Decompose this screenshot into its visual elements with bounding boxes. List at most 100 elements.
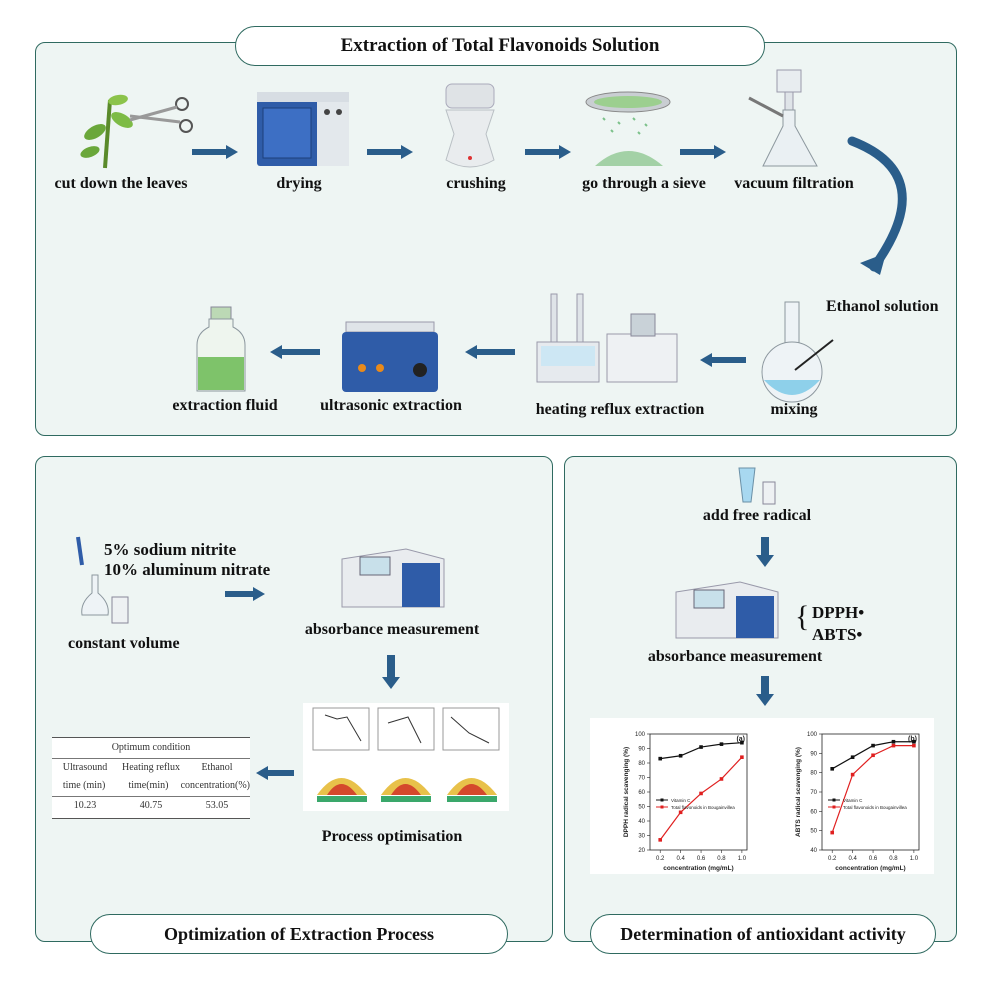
sieve-icon xyxy=(585,91,671,166)
y-tick-label: 100 xyxy=(635,732,646,738)
process-optimisation-label: Process optimisation xyxy=(321,828,463,845)
legend-label: Total flavonoids in Bougainvillea xyxy=(671,805,735,810)
constant-volume-label: constant volume xyxy=(68,635,180,652)
brace-glyph: { xyxy=(795,600,810,633)
y-tick-label: 60 xyxy=(638,790,645,796)
panel-label: (a) xyxy=(736,736,745,743)
arrow-left-icon xyxy=(700,353,746,367)
x-axis-label: concentration (mg/mL) xyxy=(835,865,905,872)
optimization-plots xyxy=(303,703,509,811)
legend-marker xyxy=(832,805,836,809)
dpph-radical-label: DPPH• xyxy=(812,603,865,622)
step-ultrasonic: ultrasonic extraction xyxy=(320,397,462,414)
x-tick-label: 0.6 xyxy=(869,856,878,862)
legend-label: Total flavonoids in Bougainvillea xyxy=(843,805,907,810)
y-tick-label: 100 xyxy=(807,732,818,738)
table-caption: Optimum condition xyxy=(111,742,191,753)
extraction-title: Extraction of Total Flavonoids Solution xyxy=(235,26,765,66)
data-point xyxy=(740,755,744,759)
x-tick-label: 1.0 xyxy=(910,856,919,862)
arrow-right-icon xyxy=(192,145,238,159)
reflux-apparatus-icon xyxy=(536,293,678,383)
spectrophotometer-icon xyxy=(341,548,445,608)
y-tick-label: 30 xyxy=(638,834,645,840)
table-header: time(min) xyxy=(128,780,169,791)
arrow-right-icon xyxy=(367,145,413,159)
optimization-panel xyxy=(35,456,553,942)
data-point xyxy=(719,742,724,746)
x-tick-label: 0.6 xyxy=(697,856,706,862)
data-point xyxy=(912,743,916,748)
panel-label: (b) xyxy=(908,736,917,743)
y-tick-label: 40 xyxy=(638,819,645,825)
data-point xyxy=(699,791,703,796)
y-tick-label: 40 xyxy=(810,848,817,854)
arrow-right-icon xyxy=(525,145,571,159)
data-point xyxy=(719,777,724,781)
ethanol-solution-label: Ethanol solution xyxy=(826,298,939,315)
y-tick-label: 70 xyxy=(638,776,645,782)
round-flask-icon xyxy=(761,301,834,403)
data-point xyxy=(830,767,835,771)
x-axis-label: concentration (mg/mL) xyxy=(663,865,733,872)
data-point xyxy=(658,756,663,761)
table-cell: 53.05 xyxy=(205,800,229,811)
arrow-right-icon xyxy=(225,587,265,601)
step-cut-leaves: cut down the leaves xyxy=(54,175,188,192)
y-tick-label: 90 xyxy=(810,751,817,757)
series-line xyxy=(660,742,742,760)
legend-label: Vitamin C xyxy=(843,798,863,803)
data-point xyxy=(740,740,744,745)
x-tick-label: 0.8 xyxy=(717,856,726,862)
tube-vial-icon xyxy=(738,467,776,505)
data-point xyxy=(891,739,896,744)
y-tick-label: 80 xyxy=(638,761,645,767)
x-tick-label: 0.2 xyxy=(828,856,837,862)
data-point xyxy=(699,745,703,749)
data-point xyxy=(871,753,875,758)
arrow-down-icon xyxy=(756,676,774,706)
x-tick-label: 0.4 xyxy=(676,856,685,862)
data-point xyxy=(678,810,683,815)
table-header: Ultrasound xyxy=(62,762,108,773)
legend-marker xyxy=(832,798,836,802)
pipette-flask-icon xyxy=(76,536,129,624)
plot-frame xyxy=(821,733,920,851)
add-free-radical-label: add free radical xyxy=(702,507,812,524)
table-header: Heating reflux xyxy=(121,762,181,773)
arrow-left-icon xyxy=(270,345,320,359)
oven-icon xyxy=(257,92,349,166)
absorbance-measurement-label: absorbance measurement xyxy=(647,648,823,665)
y-tick-label: 80 xyxy=(810,771,817,777)
x-tick-label: 0.4 xyxy=(848,856,857,862)
arrow-right-icon xyxy=(680,145,726,159)
series-line xyxy=(831,745,914,833)
legend-marker xyxy=(660,805,664,809)
grinder-icon xyxy=(445,83,495,168)
table-header: time (min) xyxy=(62,780,106,791)
antioxidant-title: Determination of antioxidant activity xyxy=(590,914,936,954)
optimum-condition-table: Optimum condition Ultrasound Heating ref… xyxy=(52,737,250,819)
plot-frame xyxy=(649,733,748,851)
leaves-scissors-icon xyxy=(80,94,193,169)
arrow-down-icon xyxy=(382,655,400,689)
legend-label: Vitamin C xyxy=(671,798,691,803)
y-tick-label: 60 xyxy=(810,809,817,815)
step-drying: drying xyxy=(276,175,322,192)
arrow-down-icon xyxy=(756,537,774,567)
table-cell: 40.75 xyxy=(139,800,163,811)
table-header: Ethanol xyxy=(201,762,233,773)
step-heating-reflux: heating reflux extraction xyxy=(535,401,705,418)
data-point xyxy=(891,743,896,748)
curved-arrow-icon xyxy=(847,136,907,275)
spectrophotometer-icon xyxy=(675,581,779,639)
data-point xyxy=(912,739,916,744)
bottle-icon xyxy=(196,306,246,392)
step-vacuum-filtration: vacuum filtration xyxy=(734,175,854,192)
data-point xyxy=(830,830,835,835)
legend-marker xyxy=(660,798,664,802)
step-crushing: crushing xyxy=(446,175,506,192)
data-point xyxy=(850,772,855,777)
